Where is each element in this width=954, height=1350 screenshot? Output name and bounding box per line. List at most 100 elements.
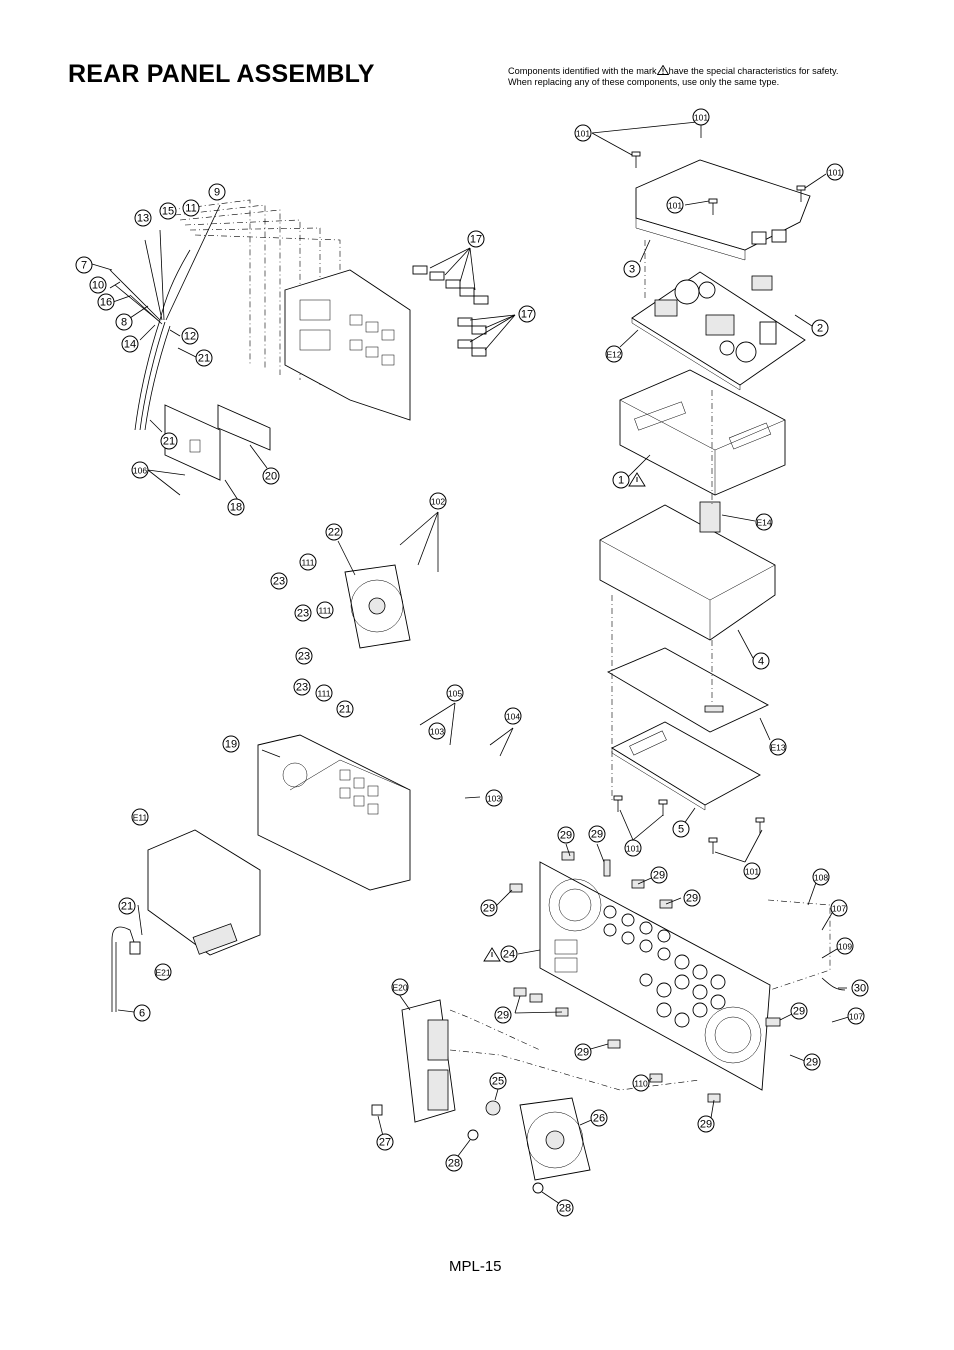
callout-2: 2 bbox=[811, 319, 829, 337]
callout-6: 6 bbox=[133, 1004, 151, 1022]
callout-label: 16 bbox=[100, 297, 112, 309]
callout-23: 23 bbox=[294, 604, 312, 622]
callout-29: 29 bbox=[574, 1043, 592, 1061]
callout-30: 30 bbox=[851, 979, 869, 997]
callout-29: 29 bbox=[480, 899, 498, 917]
callout-8: 8 bbox=[115, 313, 133, 331]
callout-4: 4 bbox=[752, 652, 770, 670]
callout-101: 101 bbox=[666, 196, 684, 214]
callout-label: 101 bbox=[694, 113, 708, 123]
callout-label: 28 bbox=[559, 1203, 571, 1215]
callout-label: 17 bbox=[521, 309, 533, 321]
callout-101: 101 bbox=[826, 163, 844, 181]
callout-label: 103 bbox=[430, 727, 444, 737]
callout-101: 101 bbox=[692, 108, 710, 126]
callout-label: 21 bbox=[121, 901, 133, 913]
callout-label: 18 bbox=[230, 502, 242, 514]
callout-label: 20 bbox=[265, 471, 277, 483]
callout-label: 23 bbox=[298, 651, 310, 663]
callout-label: E12 bbox=[606, 350, 621, 360]
cable-harness-part bbox=[109, 204, 221, 431]
callout-25: 25 bbox=[489, 1072, 507, 1090]
callout-20: 20 bbox=[262, 467, 280, 485]
callout-label: 9 bbox=[214, 187, 220, 199]
pcb-e13-part bbox=[606, 647, 769, 733]
callout-label: 4 bbox=[758, 656, 764, 668]
callout-19: 19 bbox=[222, 735, 240, 753]
callout-17: 17 bbox=[467, 230, 485, 248]
callout-29: 29 bbox=[803, 1053, 821, 1071]
bracket-box-part bbox=[599, 501, 776, 641]
jack-panels-part bbox=[169, 199, 411, 421]
callout-23: 23 bbox=[270, 572, 288, 590]
callout-label: 12 bbox=[184, 331, 196, 343]
callout-label: 23 bbox=[273, 576, 285, 588]
callout-label: E14 bbox=[756, 518, 771, 528]
callout-label: 29 bbox=[686, 893, 698, 905]
fan-26-part bbox=[519, 1097, 591, 1181]
callout-15: 15 bbox=[159, 202, 177, 220]
callout-label: 101 bbox=[745, 867, 759, 877]
callout-label: 29 bbox=[591, 829, 603, 841]
callout-29: 29 bbox=[790, 1002, 808, 1020]
cable-6-part bbox=[111, 926, 141, 1012]
callout-label: 8 bbox=[121, 317, 127, 329]
callout-13: 13 bbox=[134, 209, 152, 227]
callout-102: 102 bbox=[429, 492, 447, 510]
callout-label: 29 bbox=[497, 1010, 509, 1022]
callout-label: 25 bbox=[492, 1076, 504, 1088]
bracket-18-20-part bbox=[164, 404, 271, 481]
callout-105: 105 bbox=[446, 684, 464, 702]
callout-label: 19 bbox=[225, 739, 237, 751]
callout-label: 11 bbox=[185, 203, 196, 215]
callout-label: 110 bbox=[634, 1079, 648, 1089]
callout-111: 111 bbox=[316, 601, 334, 619]
callout-5: 5 bbox=[672, 820, 690, 838]
callout-label: 101 bbox=[828, 168, 842, 178]
callout-23: 23 bbox=[295, 647, 313, 665]
board-e20-part bbox=[401, 999, 456, 1123]
callout-label: 102 bbox=[431, 497, 445, 507]
callout-111: 111 bbox=[299, 553, 317, 571]
callout-label: 23 bbox=[296, 682, 308, 694]
callout-E12: E12 bbox=[605, 345, 623, 363]
callout-label: 29 bbox=[793, 1006, 805, 1018]
safety-note-line2: When replacing any of these components, … bbox=[508, 77, 780, 87]
callout-107: 107 bbox=[830, 899, 848, 917]
safety-note-line1-after: have the special characteristics for saf… bbox=[668, 66, 839, 76]
plate-5-part bbox=[611, 721, 761, 811]
callout-104: 104 bbox=[504, 707, 522, 725]
callout-111: 111 bbox=[315, 684, 333, 702]
fan-22-part bbox=[344, 564, 411, 649]
warning-triangle-icon bbox=[656, 65, 669, 75]
top-cover-part bbox=[635, 159, 811, 261]
chassis-tray-part bbox=[619, 369, 786, 496]
rear-panel-24-part bbox=[539, 861, 771, 1091]
callout-109: 109 bbox=[836, 937, 854, 955]
callout-29: 29 bbox=[494, 1006, 512, 1024]
callout-29: 29 bbox=[650, 866, 668, 884]
callout-label: 6 bbox=[139, 1008, 145, 1020]
callout-1: 1 bbox=[612, 471, 630, 489]
callout-label: E11 bbox=[133, 813, 148, 823]
callout-21: 21 bbox=[160, 432, 178, 450]
callout-label: 103 bbox=[487, 794, 501, 804]
callout-E13: E13 bbox=[769, 738, 787, 756]
callout-label: 1 bbox=[618, 475, 624, 487]
callout-label: 21 bbox=[339, 704, 351, 716]
callout-label: E13 bbox=[770, 743, 785, 753]
callout-label: 108 bbox=[814, 873, 828, 883]
callout-101: 101 bbox=[624, 839, 642, 857]
callout-103: 103 bbox=[428, 722, 446, 740]
callout-101: 101 bbox=[574, 124, 592, 142]
callout-label: E21 bbox=[155, 968, 170, 978]
callout-label: 107 bbox=[849, 1012, 863, 1022]
callout-27: 27 bbox=[376, 1133, 394, 1151]
callout-label: 26 bbox=[593, 1113, 605, 1125]
power-board-part bbox=[631, 271, 806, 391]
callout-label: 23 bbox=[297, 608, 309, 620]
callout-7: 7 bbox=[75, 256, 93, 274]
callout-label: 2 bbox=[817, 323, 823, 335]
callout-label: 14 bbox=[124, 339, 136, 351]
callout-label: 3 bbox=[629, 264, 635, 276]
